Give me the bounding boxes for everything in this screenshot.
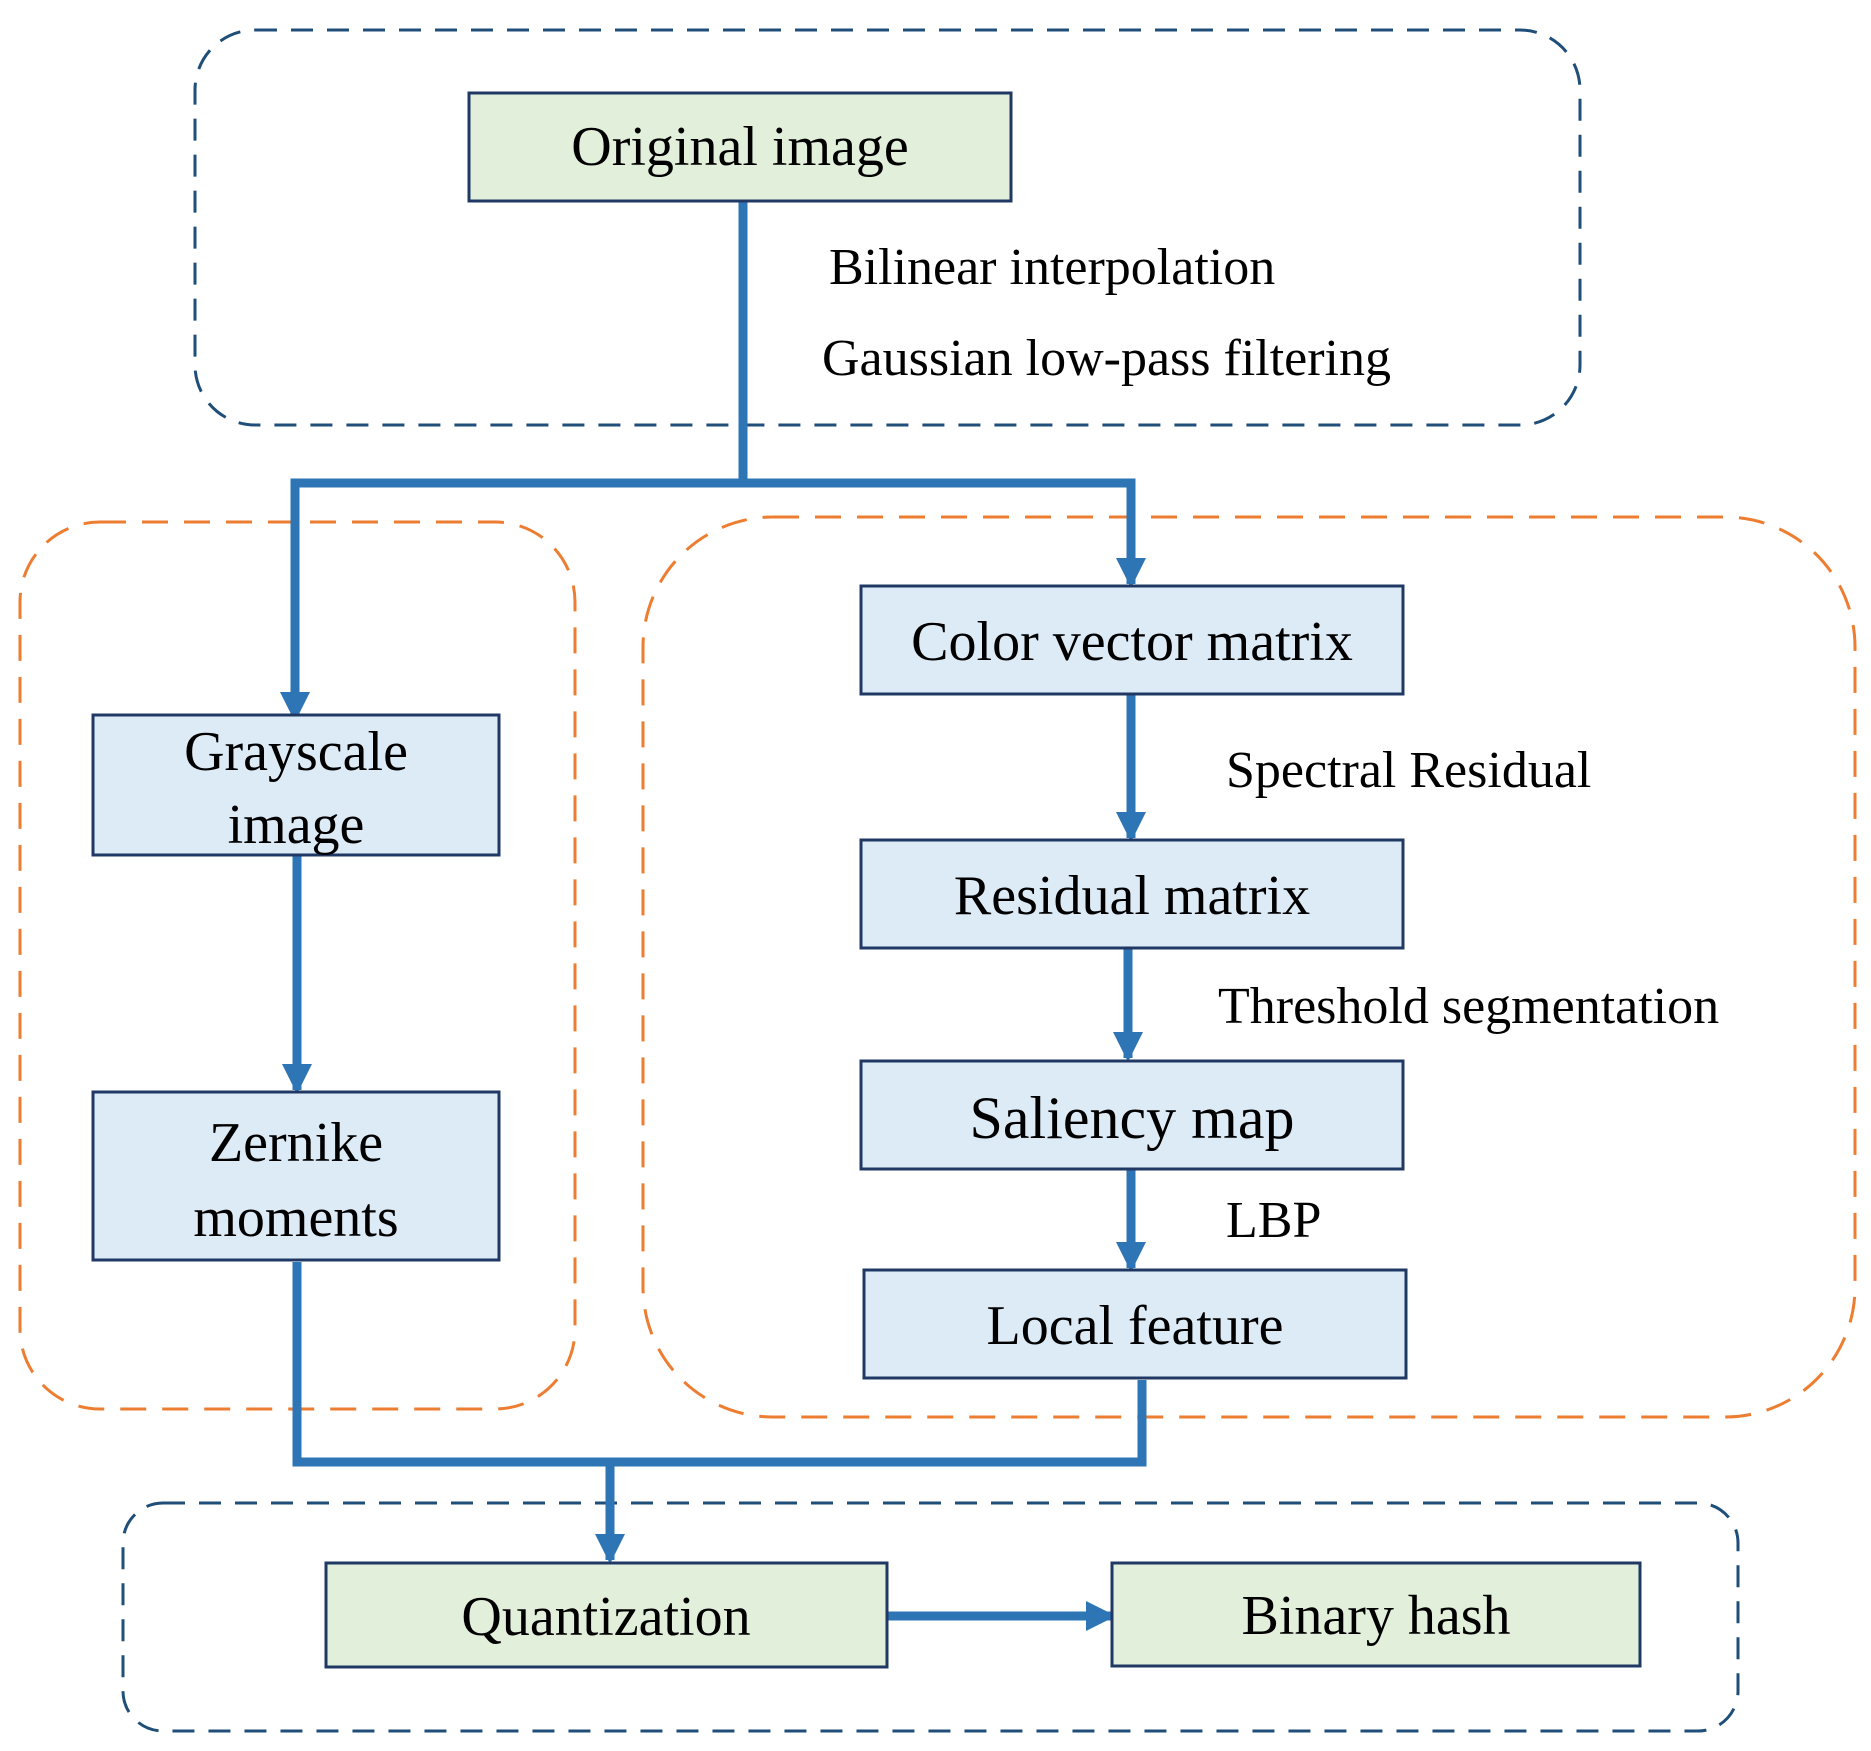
- split-to-grayscale-arrow: [280, 478, 743, 722]
- connectors: [280, 201, 1147, 1631]
- hash-generation-group: [121, 1501, 1740, 1733]
- grayscale-image-label-line1: Grayscale: [184, 721, 408, 783]
- node-residual-matrix: Residual matrix: [859, 838, 1405, 950]
- saliency-map-label: Saliency map: [970, 1085, 1295, 1151]
- preprocessing-group: [193, 28, 1582, 427]
- grayscale-image-label-line2: image: [228, 794, 365, 856]
- lbp-label: LBP: [1226, 1192, 1321, 1249]
- color-vector-matrix-label: Color vector matrix: [911, 611, 1353, 673]
- split-to-color-vector-arrow: [743, 478, 1146, 588]
- node-quantization: Quantization: [324, 1561, 889, 1669]
- local-feature-label: Local feature: [987, 1295, 1284, 1357]
- local-feature-group: [641, 515, 1857, 1419]
- gaussian-filtering-label: Gaussian low-pass filtering: [822, 330, 1391, 387]
- original-image-label: Original image: [571, 116, 908, 178]
- spectral-residual-label: Spectral Residual: [1226, 742, 1591, 799]
- quantization-label: Quantization: [461, 1586, 750, 1648]
- residual-matrix-label: Residual matrix: [954, 865, 1310, 927]
- node-local-feature: Local feature: [862, 1268, 1408, 1380]
- node-binary-hash: Binary hash: [1110, 1561, 1642, 1668]
- zernike-moments-label-line2: moments: [193, 1187, 398, 1249]
- zernike-moments-label-line1: Zernike: [209, 1112, 383, 1174]
- node-color-vector-matrix: Color vector matrix: [859, 584, 1405, 696]
- bilinear-interpolation-label: Bilinear interpolation: [829, 239, 1275, 296]
- node-grayscale-image: Grayscale image: [91, 713, 501, 857]
- node-original-image: Original image: [467, 91, 1013, 203]
- binary-hash-label: Binary hash: [1241, 1585, 1510, 1647]
- threshold-segmentation-label: Threshold segmentation: [1218, 978, 1719, 1035]
- zernike-merge-line: [292, 1262, 1147, 1467]
- node-saliency-map: Saliency map: [859, 1059, 1405, 1171]
- node-zernike-moments: Zernike moments: [91, 1090, 501, 1262]
